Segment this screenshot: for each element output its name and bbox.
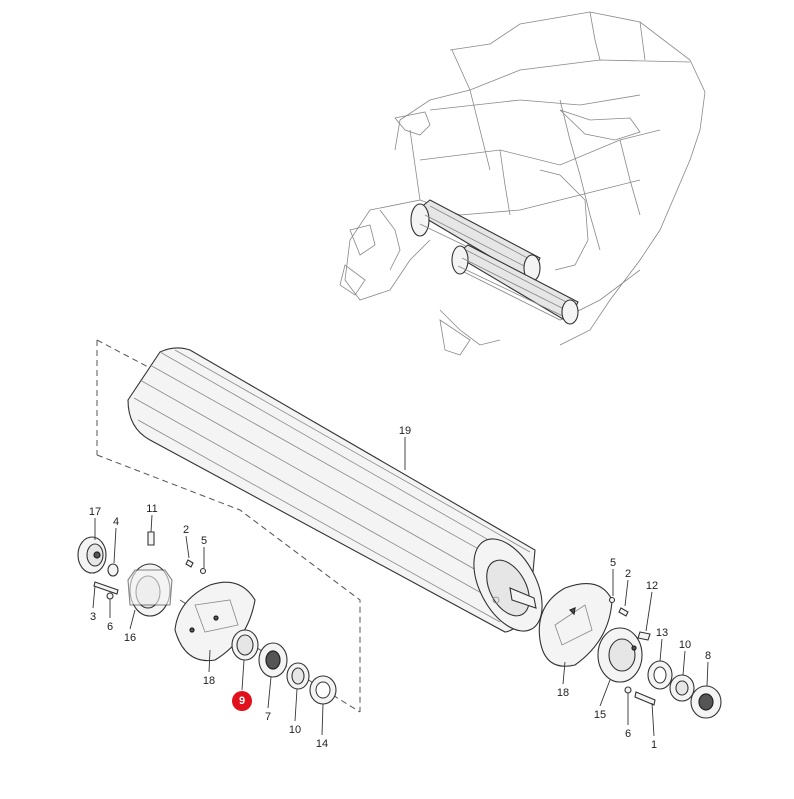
highlight-marker[interactable] bbox=[232, 691, 252, 711]
highlight-callout[interactable]: 9 bbox=[232, 691, 252, 711]
leader-lines bbox=[92, 437, 709, 737]
callout-c7[interactable]: 7 bbox=[265, 711, 271, 723]
callout-c13[interactable]: 13 bbox=[656, 627, 668, 639]
callout-c18b[interactable]: 18 bbox=[557, 687, 569, 699]
callout-c11[interactable]: 11 bbox=[146, 503, 157, 515]
callout-c12[interactable]: 12 bbox=[646, 580, 658, 592]
callout-c16[interactable]: 16 bbox=[124, 632, 136, 644]
callout-c6a[interactable]: 6 bbox=[107, 621, 113, 633]
frame-roller-lower bbox=[451, 244, 579, 325]
callout-c5b[interactable]: 5 bbox=[610, 557, 616, 569]
callout-c18a[interactable]: 18 bbox=[203, 675, 215, 687]
callout-c4[interactable]: 4 bbox=[113, 516, 119, 528]
callout-c2a[interactable]: 2 bbox=[183, 524, 189, 536]
callout-c2b[interactable]: 2 bbox=[625, 568, 631, 580]
left-hub-assembly bbox=[77, 531, 337, 705]
callout-c5a[interactable]: 5 bbox=[201, 535, 207, 547]
callout-c14[interactable]: 14 bbox=[316, 738, 328, 750]
frame-roller-upper bbox=[410, 199, 541, 282]
callout-c15[interactable]: 15 bbox=[594, 709, 606, 721]
callout-c10b[interactable]: 10 bbox=[679, 639, 691, 651]
callout-c10a[interactable]: 10 bbox=[289, 724, 301, 736]
callout-c8[interactable]: 8 bbox=[705, 650, 711, 662]
callout-c6b[interactable]: 6 bbox=[625, 728, 631, 740]
highlight-number: 9 bbox=[239, 695, 245, 707]
callout-c17[interactable]: 17 bbox=[89, 506, 101, 518]
callout-c19[interactable]: 19 bbox=[399, 425, 411, 437]
baler-frame-overview bbox=[339, 11, 706, 356]
rotor-drum bbox=[127, 347, 543, 633]
right-hub-assembly bbox=[538, 583, 722, 719]
callout-c1[interactable]: 1 bbox=[651, 739, 657, 751]
callout-c3[interactable]: 3 bbox=[90, 611, 96, 623]
